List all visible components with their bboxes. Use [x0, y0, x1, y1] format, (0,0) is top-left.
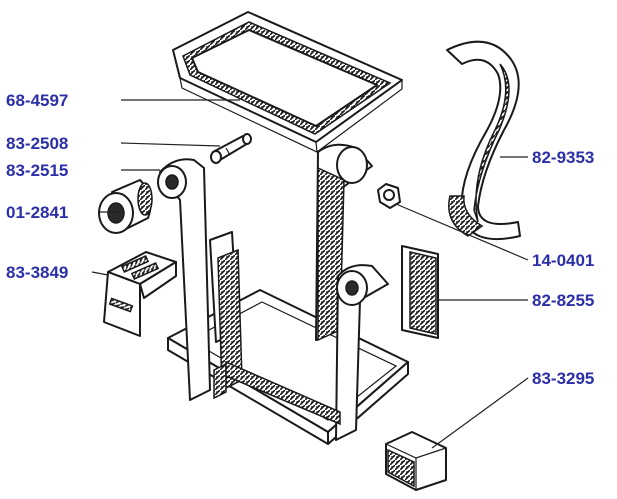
pad-part [401, 245, 439, 339]
handle-strap-part [446, 40, 521, 241]
label-83-2508: 83-2508 [6, 134, 68, 153]
label-68-4597: 68-4597 [6, 91, 68, 110]
leader-83-2508 [120, 142, 221, 147]
clip-bracket-part [103, 251, 177, 337]
tray-part [172, 11, 403, 153]
leader-83-3849 [91, 271, 109, 276]
label-82-8255: 82-8255 [532, 291, 594, 310]
block-part [385, 431, 447, 491]
bushing-part [98, 179, 153, 234]
frame-part [157, 143, 409, 445]
label-83-2515: 83-2515 [6, 161, 68, 180]
nut-part [377, 183, 401, 209]
label-14-0401: 14-0401 [532, 251, 594, 270]
label-82-9353: 82-9353 [532, 148, 594, 167]
label-01-2841: 01-2841 [6, 203, 68, 222]
label-83-3295: 83-3295 [532, 369, 594, 388]
leader-lines [91, 99, 529, 449]
leader-14-0401 [395, 203, 529, 261]
pin-part [210, 133, 252, 164]
part-labels: 68-4597 83-2508 83-2515 01-2841 83-3849 … [6, 91, 594, 388]
leader-83-3295 [431, 377, 529, 449]
label-83-3849: 83-3849 [6, 263, 68, 282]
